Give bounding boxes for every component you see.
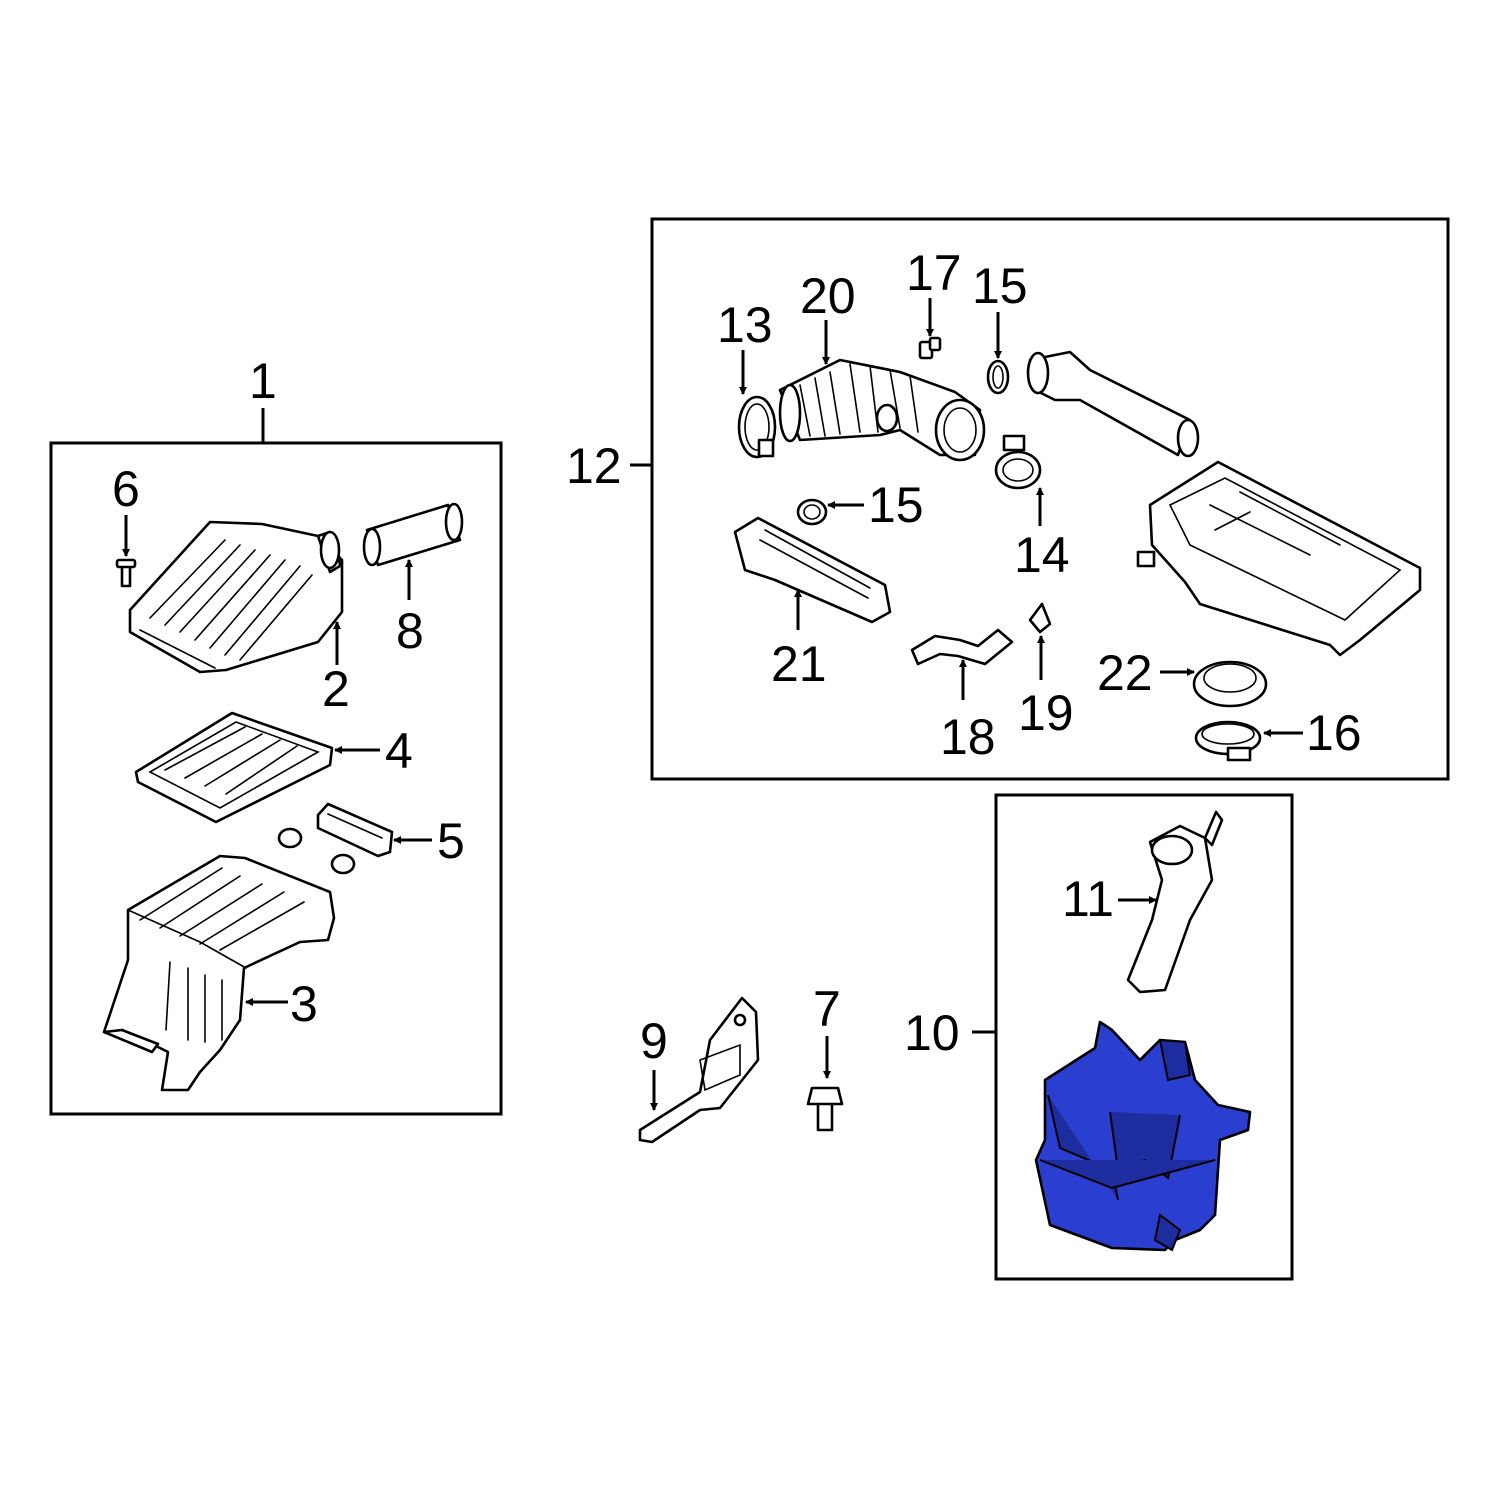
callout-1[interactable]: 1: [249, 353, 277, 409]
part-17-fitting[interactable]: [918, 336, 942, 360]
group-1-frame: [49, 441, 503, 1116]
part-3-lower-case[interactable]: [102, 854, 336, 1092]
group-10-frame: [994, 793, 1294, 1281]
callout-9[interactable]: 9: [640, 1013, 668, 1069]
part-15-clamp-upper[interactable]: [986, 359, 1010, 395]
callout-19[interactable]: 19: [1018, 685, 1074, 741]
group-10-resonator-assembly: 10 11: [904, 793, 1294, 1281]
callout-11[interactable]: 11: [1062, 871, 1114, 927]
callout-13[interactable]: 13: [717, 297, 773, 353]
callout-2[interactable]: 2: [322, 661, 350, 717]
part-5-bracket[interactable]: [277, 802, 394, 875]
group-12-frame: [650, 217, 1450, 781]
callout-3[interactable]: 3: [290, 976, 318, 1032]
part-19-clip[interactable]: [1028, 602, 1052, 634]
part-2-cover[interactable]: [128, 520, 344, 674]
part-18-hose[interactable]: [910, 628, 1014, 666]
callout-15-lower[interactable]: 15: [868, 477, 924, 533]
part-16-clamp[interactable]: [1194, 720, 1262, 762]
part-20-intake-hose[interactable]: [778, 358, 986, 462]
part-14-clamp[interactable]: [994, 434, 1042, 490]
part-4-filter-element[interactable]: [134, 711, 334, 824]
part-7-bolt[interactable]: [806, 1086, 844, 1132]
part-9-bracket[interactable]: [638, 996, 760, 1144]
part-air-cleaner-cover[interactable]: [1136, 460, 1422, 657]
callout-4[interactable]: 4: [385, 723, 413, 779]
part-22-seal[interactable]: [1192, 660, 1268, 708]
part-10-resonator[interactable]: [1034, 1020, 1252, 1252]
callout-6[interactable]: 6: [112, 461, 140, 517]
callout-12[interactable]: 12: [566, 438, 622, 494]
group-1-air-cleaner-assembly: 1 2 6 8 4: [49, 353, 503, 1116]
callout-17[interactable]: 17: [906, 245, 962, 301]
part-13-clamp[interactable]: [737, 395, 777, 459]
part-6-screw[interactable]: [115, 558, 137, 588]
part-21-duct[interactable]: [733, 516, 892, 624]
part-resonator-tube[interactable]: [1026, 350, 1200, 458]
part-11-hose[interactable]: [1126, 810, 1224, 994]
callout-7[interactable]: 7: [813, 981, 841, 1037]
part-8-duct[interactable]: [362, 502, 464, 567]
callout-15-upper[interactable]: 15: [972, 258, 1028, 314]
callout-14[interactable]: 14: [1014, 527, 1070, 583]
callout-20[interactable]: 20: [800, 268, 856, 324]
callout-21[interactable]: 21: [771, 636, 827, 692]
part-15-clamp-lower[interactable]: [796, 498, 828, 526]
callout-18[interactable]: 18: [940, 709, 996, 765]
callout-16[interactable]: 16: [1306, 705, 1362, 761]
callout-8[interactable]: 8: [396, 603, 424, 659]
callout-10[interactable]: 10: [904, 1005, 960, 1061]
callout-5[interactable]: 5: [437, 813, 465, 869]
group-12-air-intake-assembly: 12 13 20 17: [566, 217, 1450, 781]
callout-22[interactable]: 22: [1097, 645, 1153, 701]
